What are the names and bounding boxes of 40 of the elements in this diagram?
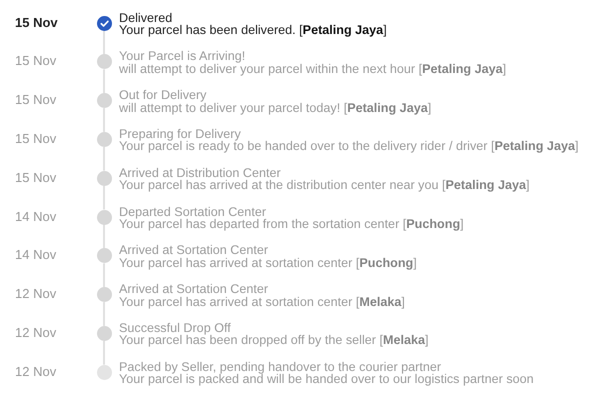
status-title: Successful Drop Off [119, 322, 231, 334]
status-title: Your Parcel is Arriving! [119, 50, 246, 63]
status-description: Your parcel has departed from the sortation center [Puchong] [119, 218, 464, 230]
date-label: 12 Nov [15, 364, 56, 379]
status-dot-icon [96, 248, 112, 264]
date-label: 12 Nov [15, 326, 56, 340]
date-label: 15 Nov [15, 54, 56, 68]
status-description: Your parcel is packed and will be handed over to our logistics partner soon [119, 373, 534, 386]
status-dot-icon [96, 287, 112, 302]
status-title: Arrived at Sortation Center [119, 283, 268, 296]
status-title: Packed by Seller, pending handover to the courier partner [119, 360, 442, 374]
status-title: Arrived at Sortation Center [119, 244, 268, 257]
status-dot-icon [96, 170, 112, 186]
check-circle-icon [96, 16, 112, 30]
status-title: Departed Sortation Center [119, 206, 266, 218]
date-label: 15 Nov [15, 132, 56, 146]
date-label: 14 Nov [15, 248, 56, 262]
status-dot-icon [96, 364, 112, 380]
status-title: Delivered [119, 12, 172, 24]
status-dot-icon [96, 210, 112, 224]
status-description: will attempt to deliver your parcel within the next hour [Petaling Jaya] [119, 62, 506, 76]
status-dot-icon [96, 326, 112, 341]
status-description: Your parcel is ready to be handed over to the delivery rider / driver [Petaling Jaya] [119, 140, 578, 153]
status-description: Your parcel has been delivered. [Petaling Jaya] [119, 24, 387, 36]
status-description: Your parcel has arrived at the distribution center near you [Petaling Jaya] [119, 179, 530, 192]
status-dot-icon [96, 93, 112, 108]
date-label: 12 Nov [15, 287, 56, 302]
status-dot-icon [96, 54, 112, 70]
status-dot-icon [96, 132, 112, 147]
date-label: 15 Nov [15, 16, 58, 30]
status-title: Arrived at Distribution Center [119, 166, 281, 180]
date-label: 15 Nov [15, 93, 56, 108]
status-title: Out for Delivery [119, 89, 206, 102]
status-description: Your parcel has arrived at sortation center [Melaka] [119, 296, 405, 308]
status-description: Your parcel has been dropped off by the seller [Melaka] [119, 334, 428, 347]
status-title: Preparing for Delivery [119, 128, 241, 140]
date-label: 15 Nov [15, 170, 56, 185]
date-label: 14 Nov [15, 210, 56, 224]
status-description: Your parcel has arrived at sortation center [Puchong] [119, 256, 417, 270]
status-description: will attempt to deliver your parcel today! [Petaling Jaya] [119, 102, 432, 114]
